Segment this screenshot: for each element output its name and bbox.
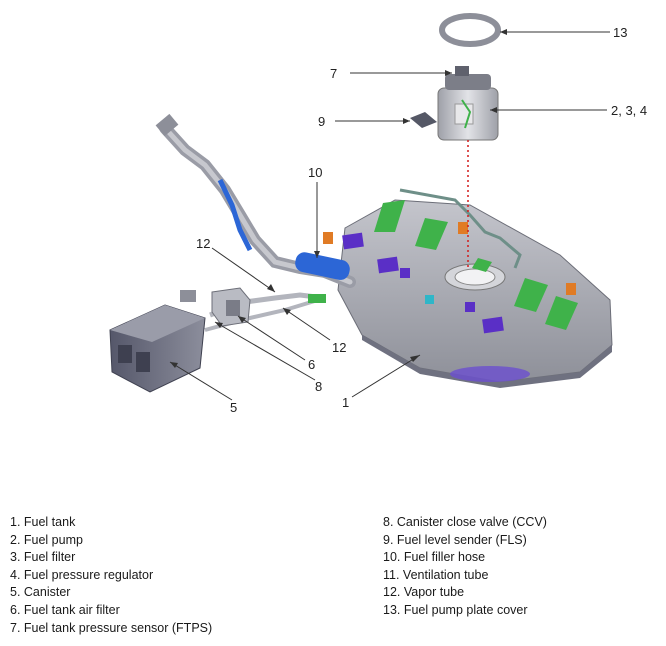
fuel-filler-hose xyxy=(155,113,356,288)
callout-2-3-4: 2, 3, 4 xyxy=(611,103,647,118)
legend-left-column: 1. Fuel tank 2. Fuel pump 3. Fuel filter… xyxy=(10,514,212,637)
callout-12-lower: 12 xyxy=(332,340,346,355)
legend-right-column: 8. Canister close valve (CCV) 9. Fuel le… xyxy=(383,514,547,620)
legend-item: 7. Fuel tank pressure sensor (FTPS) xyxy=(10,620,213,635)
fuel-system-diagram: 13 7 9 2, 3, 4 10 12 12 6 8 5 1 xyxy=(109,13,647,415)
pump-plate-cover xyxy=(439,13,501,47)
legend-item: 13. Fuel pump plate cover xyxy=(383,602,528,617)
legend-item: 11. Ventilation tube xyxy=(383,567,489,582)
callout-10: 10 xyxy=(308,165,322,180)
leader-lines xyxy=(169,29,610,401)
legend-item: 5. Canister xyxy=(10,585,71,600)
legend-item: 3. Fuel filter xyxy=(10,550,76,565)
tank-green-straps xyxy=(374,200,578,330)
callout-5: 5 xyxy=(230,400,237,415)
callout-6: 6 xyxy=(308,357,315,372)
legend-item: 4. Fuel pressure regulator xyxy=(10,567,154,582)
legend-item: 6. Fuel tank air filter xyxy=(10,602,120,617)
tank-markers xyxy=(323,222,576,334)
legend-item: 9. Fuel level sender (FLS) xyxy=(383,532,527,547)
legend-item: 12. Vapor tube xyxy=(383,585,465,600)
callout-13: 13 xyxy=(613,25,627,40)
legend-item: 2. Fuel pump xyxy=(10,532,83,547)
fuel-pump-module xyxy=(410,66,499,141)
canister xyxy=(109,290,206,393)
legend-item: 1. Fuel tank xyxy=(10,515,76,529)
legend-item: 8. Canister close valve (CCV) xyxy=(383,515,547,529)
callout-1: 1 xyxy=(342,395,349,410)
legend-item: 10. Fuel filler hose xyxy=(383,550,486,565)
callout-7: 7 xyxy=(330,66,337,81)
callout-12-upper: 12 xyxy=(196,236,210,251)
ventilation-tube xyxy=(399,188,522,269)
callout-9: 9 xyxy=(318,114,325,129)
callout-8: 8 xyxy=(315,379,322,394)
